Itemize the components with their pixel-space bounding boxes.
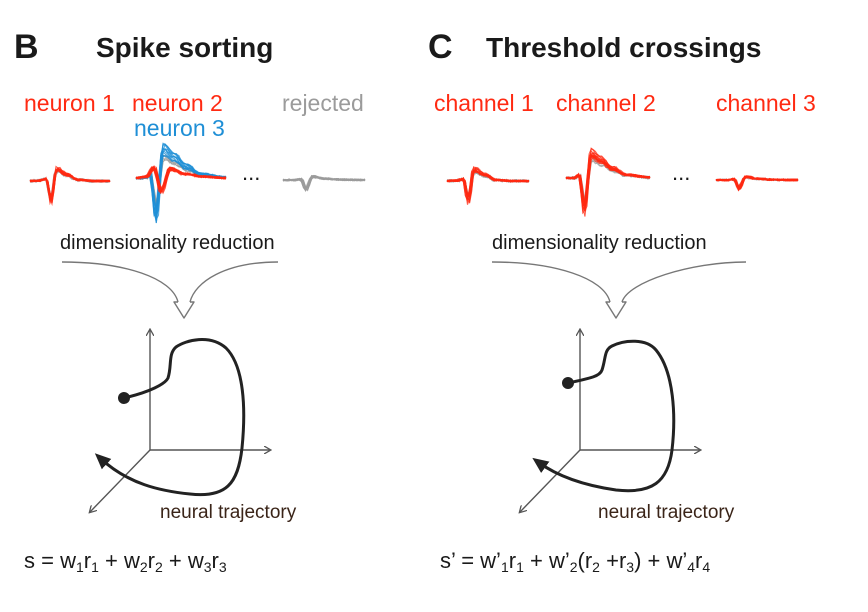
channel-2-spike-trace [565,149,651,213]
rejected-spike-trace [282,174,366,192]
channel-1-label: channel 1 [434,90,534,116]
channel-1-spike-trace [446,166,530,205]
panel-c-neural-trajectory [532,339,676,493]
neuron-1-background-trace [29,167,111,202]
neuron-2-spike-trace [135,166,227,194]
panel-b-neural-trajectory [94,338,246,497]
channel-2-waveform-group [565,147,651,217]
channel-2-spike-trace [565,152,651,212]
panel-b-title: Spike sorting [96,32,274,63]
channel-1-background-trace [446,168,530,202]
neuron-3-spike-trace [135,143,227,224]
neuron-2-spike-trace [135,167,226,193]
neuron-1-spike-trace [29,167,111,202]
panel-b-trajectory-label: neural trajectory [160,502,297,523]
neuron-2-label: neuron 2 [132,90,223,116]
channel-2-spike-trace [565,152,651,212]
channel-2-label: channel 2 [556,90,656,116]
neuron-1-spike-trace [29,165,111,206]
neuron-3-spike-trace [135,148,227,217]
panel-b-letter: B [14,28,39,66]
channel-3-spike-trace [715,175,799,189]
channel-2-spike-trace [565,152,651,212]
neuron-3-spike-trace [135,143,227,222]
panel-c-ellipsis: ... [672,160,691,185]
neuron-1-spike-trace [29,166,111,207]
panel-b-equation: s = w1r1 + w2r2 + w3r3 [24,548,227,575]
panel-c-letter: C [428,28,453,66]
panel-c-3d-axes [520,330,700,512]
panel-c-equation: s’ = w’1r1 + w’2(r2 +r3) + w’4r4 [440,548,711,575]
panel-c-trajectory-start-dot [562,377,574,389]
channel-2-spike-trace [565,155,651,206]
rejected-waveform-group [282,174,366,192]
panel-b-funnel-arrow [61,261,279,319]
channel-3-label: channel 3 [716,90,816,116]
neuron-3-spike-trace [135,147,227,217]
channel-1-waveform-group [446,166,530,205]
panel-c-funnel-arrow [491,261,747,319]
panel-b-ellipsis: ... [242,160,261,185]
channel-2-spike-trace [565,147,651,217]
channel-1-spike-trace [446,166,530,204]
channel-2-spike-trace [565,147,651,215]
panel-c-title: Threshold crossings [486,32,762,63]
panel-b-dimensionality-reduction-label: dimensionality reduction [60,232,275,254]
neuron-3-label: neuron 3 [134,115,225,141]
neuron-2-3-waveform-group [135,142,227,224]
neuron-3-spike-trace [135,142,227,223]
panel-c-dimensionality-reduction-label: dimensionality reduction [492,232,707,254]
channel-1-spike-trace [446,167,530,202]
neuron-1-waveform-group [29,165,111,207]
neuron-3-spike-trace [135,144,227,222]
rejected-label: rejected [282,90,364,116]
panel-c-trajectory-label: neural trajectory [598,502,735,523]
channel-1-spike-trace [446,166,530,204]
neuron-1-label: neuron 1 [24,90,115,116]
channel-1-spike-trace [446,168,530,204]
channel-3-waveform-group [715,175,799,192]
panel-b-trajectory-start-dot [118,392,130,404]
